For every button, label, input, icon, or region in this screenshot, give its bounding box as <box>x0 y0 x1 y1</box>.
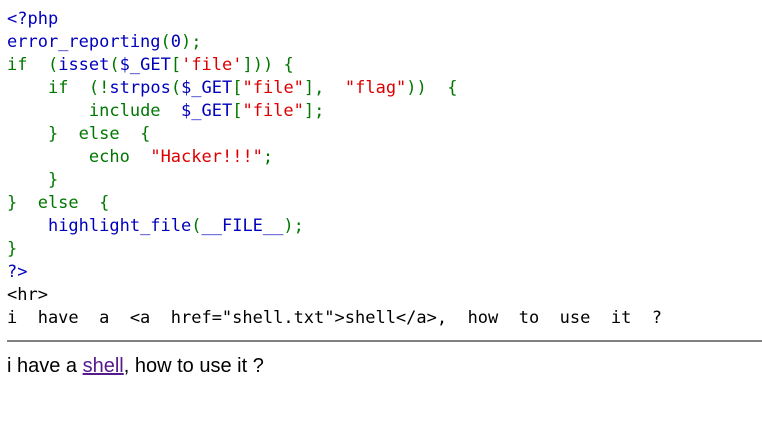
message-prefix: i have a <box>7 355 83 377</box>
code-line-1: <?php <box>7 8 662 31</box>
space <box>130 147 150 167</box>
keyword-if: if <box>47 78 69 98</box>
code-line-5: include $_GET["file"]; <box>7 100 662 123</box>
bracket-open: [ <box>232 78 243 98</box>
code-line-11: } <box>7 238 662 261</box>
string-hacker: "Hacker!!!" <box>150 147 263 167</box>
code-line-9: } else { <box>7 192 662 215</box>
code-line-10: highlight_file(__FILE__); <box>7 215 662 238</box>
else-branch: } else { <box>7 193 110 213</box>
else-branch: } else { <box>47 124 151 144</box>
keyword-include: include <box>88 101 161 121</box>
paren-close: ); <box>181 32 202 52</box>
paren: ( <box>191 216 202 236</box>
code-line-12: ?> <box>7 261 662 284</box>
brace-open: { <box>283 55 294 75</box>
string-file: "file" <box>242 101 304 121</box>
shell-link[interactable]: shell <box>82 355 124 377</box>
indent <box>7 101 89 121</box>
indent <box>7 170 48 190</box>
html-text-line: i have a <a href="shell.txt">shell</a>, … <box>7 308 663 328</box>
php-open-tag: <?php <box>7 9 59 29</box>
indent <box>7 124 48 144</box>
semicolon: ; <box>262 147 274 167</box>
php-close-tag: ?> <box>7 262 28 282</box>
bracket-open: [ <box>170 55 182 75</box>
bracket-close: ], <box>303 78 345 98</box>
brace-close: } <box>7 239 18 259</box>
keyword-echo: echo <box>88 147 130 167</box>
code-line-4: if (!strpos($_GET["file"], "flag")) { <box>7 77 662 100</box>
paren: ( <box>170 78 182 98</box>
code-line-14: i have a <a href="shell.txt">shell</a>, … <box>7 307 662 330</box>
brace-close: } <box>47 170 59 190</box>
string-file: 'file' <box>181 55 243 75</box>
code-line-3: if (isset($_GET['file'])) { <box>7 54 662 77</box>
bracket-open: [ <box>232 101 243 121</box>
code-line-7: echo "Hacker!!!"; <box>7 146 662 169</box>
indent <box>7 78 48 98</box>
var-get: $_GET <box>119 55 171 75</box>
html-hr-tag: <hr> <box>7 285 48 305</box>
code-line-13: <hr> <box>7 284 662 307</box>
paren: ( <box>160 32 171 52</box>
var-get: $_GET <box>181 101 233 121</box>
paren-open: (! <box>68 78 110 98</box>
indent <box>7 147 89 167</box>
paren-close: )) { <box>406 78 458 98</box>
string-file: "file" <box>242 78 304 98</box>
fn-error-reporting: error_reporting <box>7 32 161 52</box>
code-line-8: } <box>7 169 662 192</box>
string-flag: "flag" <box>344 78 407 98</box>
paren: ( <box>109 55 120 75</box>
code-line-6: } else { <box>7 123 662 146</box>
code-line-2: error_reporting(0); <box>7 31 662 54</box>
var-get: $_GET <box>181 78 233 98</box>
indent <box>7 216 48 236</box>
rendered-message: i have a shell, how to use it ? <box>7 352 264 380</box>
bracket-close: ])) <box>242 55 284 75</box>
horizontal-rule <box>7 340 762 342</box>
fn-highlight-file: highlight_file <box>47 216 192 236</box>
const-file: __FILE__ <box>201 216 284 236</box>
paren-open: ( <box>27 55 59 75</box>
bracket-close: ]; <box>303 101 325 121</box>
fn-strpos: strpos <box>109 78 171 98</box>
keyword-if: if <box>7 55 28 75</box>
fn-isset: isset <box>58 55 110 75</box>
space <box>161 101 181 121</box>
paren-close: ); <box>283 216 304 236</box>
arg-zero: 0 <box>170 32 182 52</box>
message-suffix: , how to use it ? <box>123 355 264 377</box>
